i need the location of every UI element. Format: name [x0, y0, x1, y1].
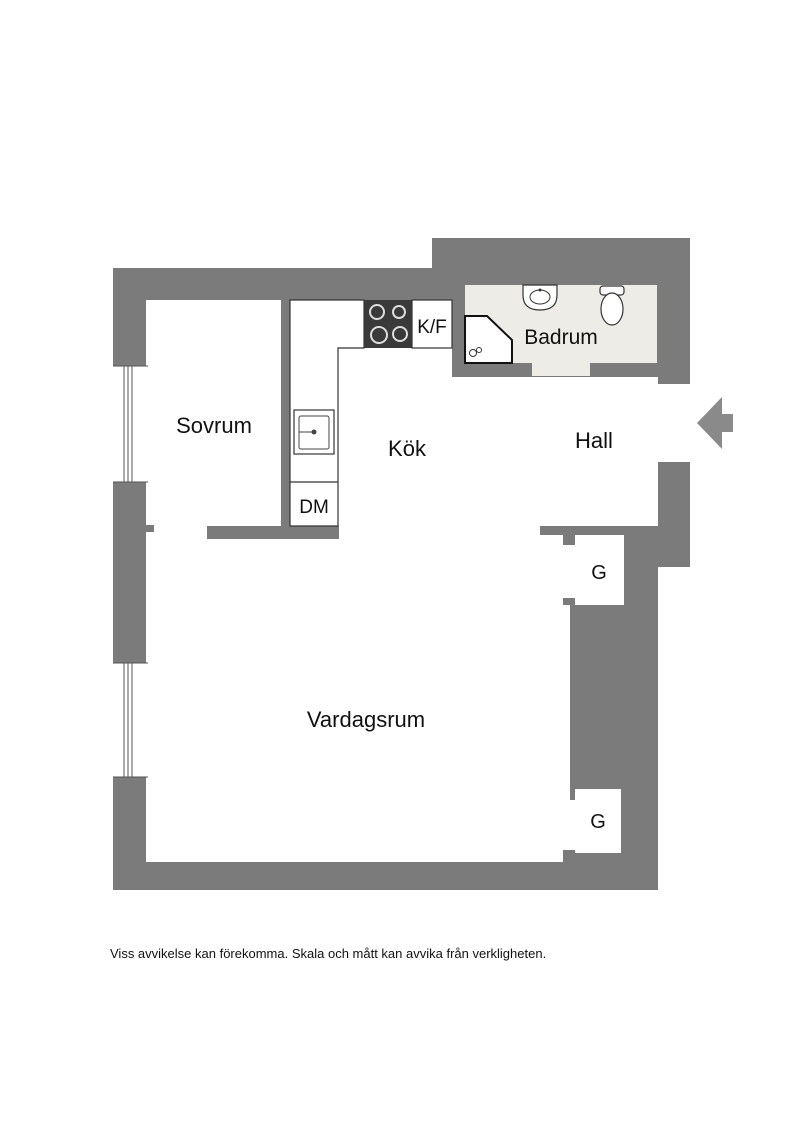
window-icon: [113, 662, 148, 778]
niche-fill-lower: [563, 800, 575, 850]
bathroom-wall: [452, 268, 532, 376]
room-label-living-room: Vardagsrum: [307, 707, 425, 732]
room-label-bathroom: Badrum: [524, 326, 598, 349]
shower-icon: [464, 315, 513, 364]
bathroom-wall-right: [590, 363, 658, 377]
wardrobe-upper-floor: [563, 535, 624, 607]
room-label-hall: Hall: [575, 428, 613, 453]
toilet-icon: [599, 285, 625, 326]
label-fridge-freezer: K/F: [417, 317, 447, 338]
right-wall-lower-right: [621, 776, 658, 890]
room-label-bedroom: Sovrum: [176, 413, 252, 438]
fridge-freezer: [411, 299, 453, 349]
label-dishwasher: DM: [299, 497, 329, 518]
right-wall-column: [570, 640, 597, 789]
room-label-kitchen: Kök: [388, 436, 427, 461]
label-wardrobe-lower: G: [590, 811, 606, 833]
hall-bottom-wall: [540, 526, 624, 535]
disclaimer-text: Viss avvikelse kan förekomma. Skala och …: [110, 946, 547, 961]
stove-icon: [364, 300, 412, 348]
bedroom-bottom-wall: [207, 526, 339, 539]
washbasin-icon: [522, 284, 558, 311]
wardrobe-lower-floor: [563, 789, 621, 853]
bedroom-kitchen-wall: [281, 300, 290, 526]
window-icon: [113, 365, 148, 483]
entrance-arrow-icon: [697, 397, 733, 449]
right-wall-lower-bottom: [570, 853, 621, 890]
niche-fill: [563, 545, 575, 598]
right-wall-upper-right: [624, 526, 658, 635]
sink-icon: [293, 409, 335, 455]
right-wall-ledge: [658, 462, 690, 567]
label-wardrobe-upper: G: [591, 562, 607, 584]
